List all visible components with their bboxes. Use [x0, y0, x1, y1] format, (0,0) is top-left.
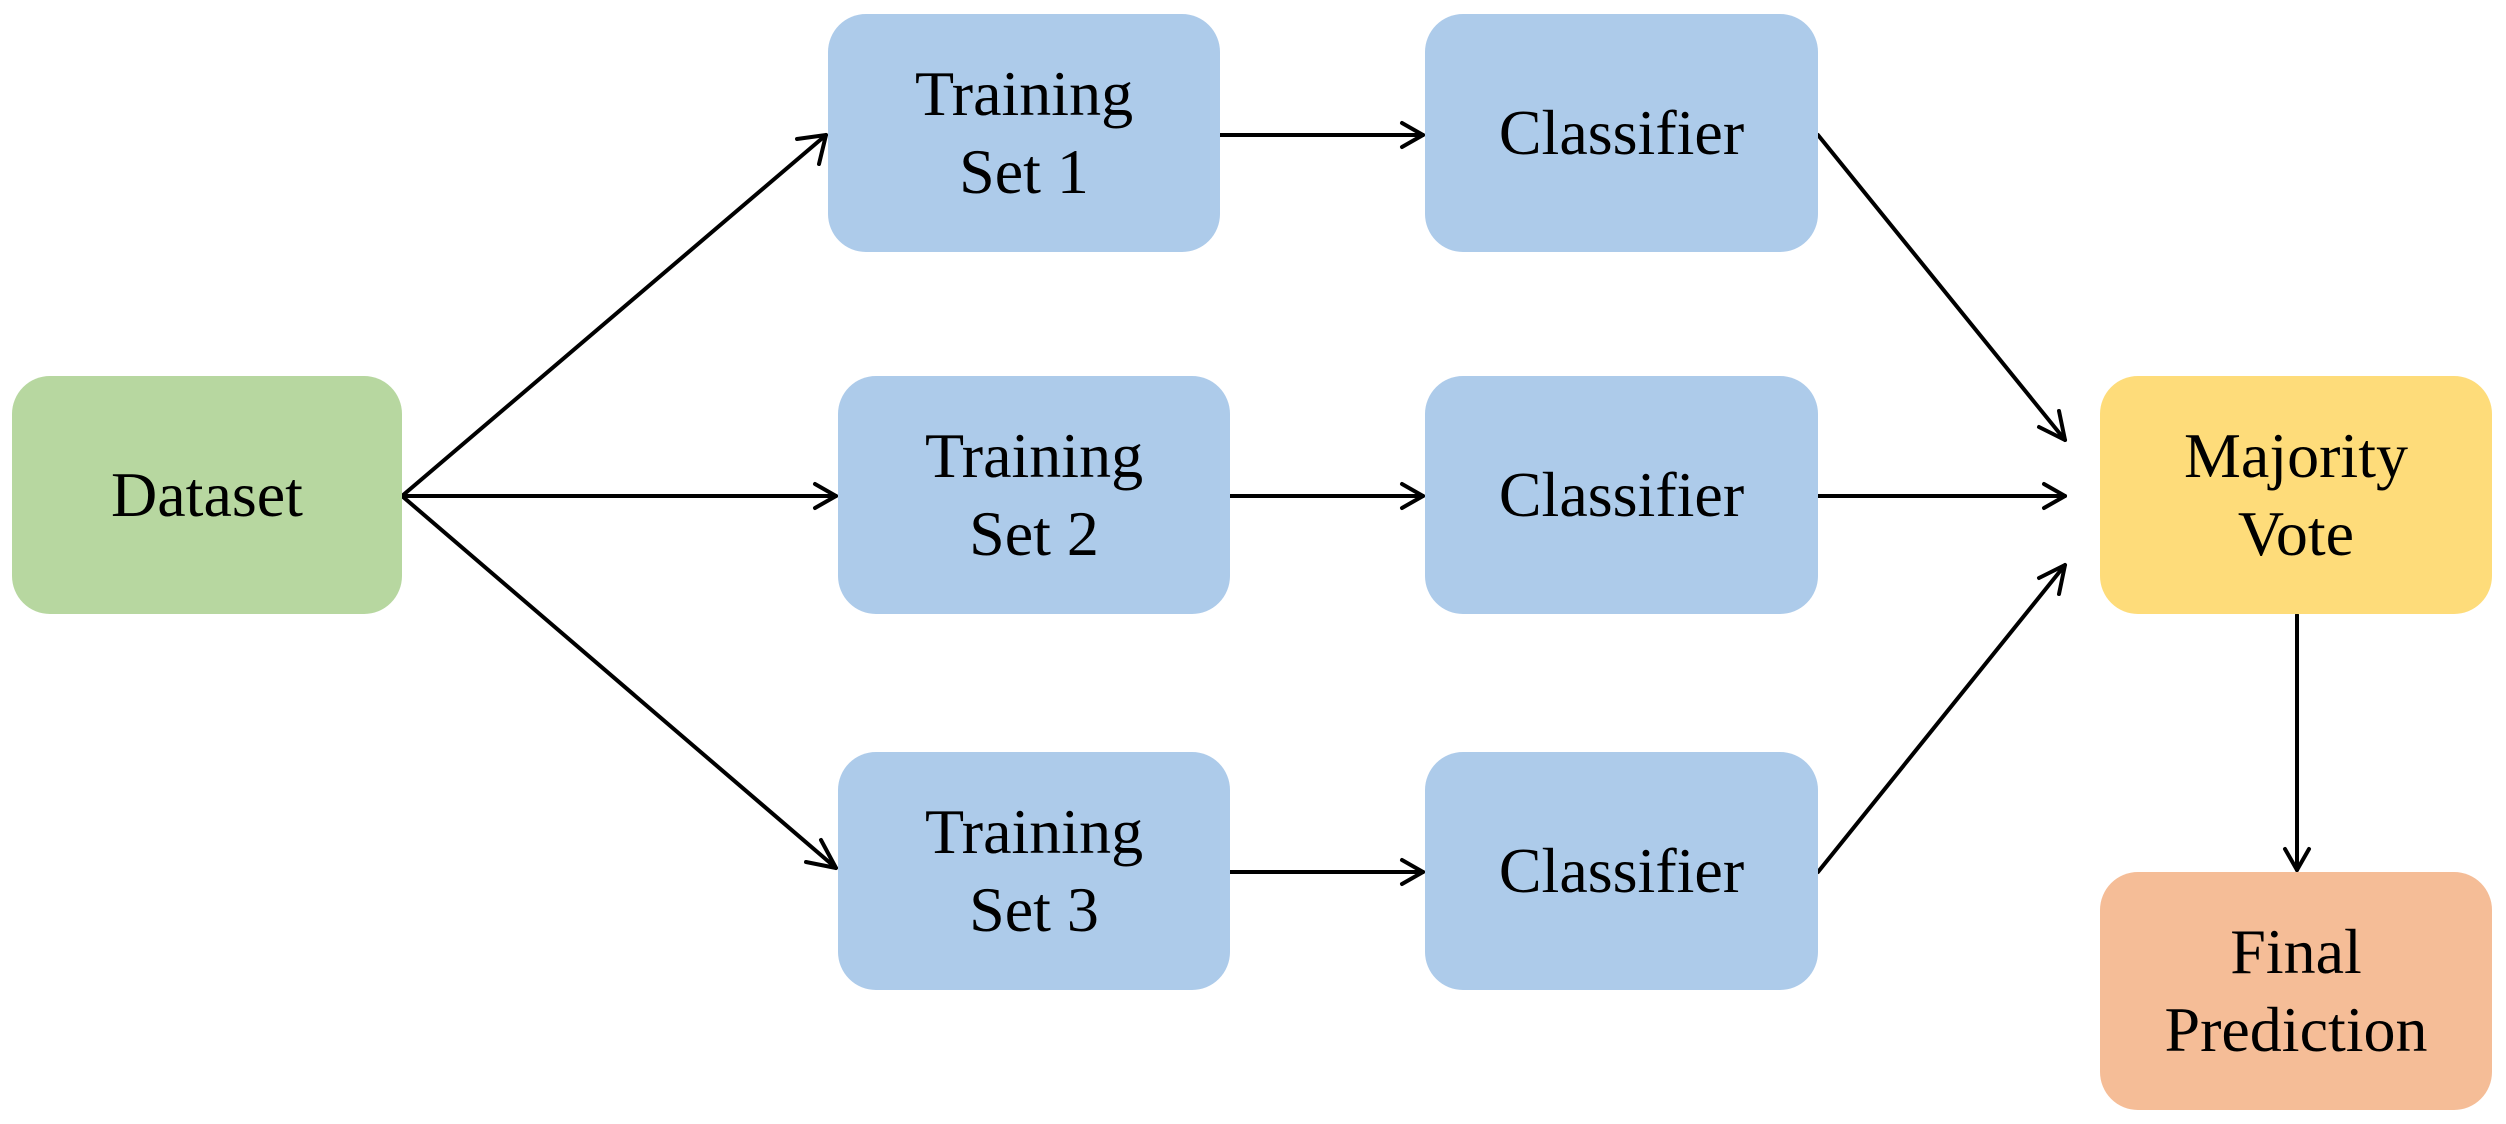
classifier-3-node: Classifier — [1425, 752, 1818, 990]
dataset-label: Dataset — [111, 459, 303, 530]
arrowhead — [2042, 482, 2067, 510]
arrowhead — [1400, 858, 1425, 886]
majority-vote-line2: Vote — [2237, 498, 2355, 569]
final-prediction-node: Final Prediction — [2100, 872, 2492, 1110]
classifier-3-label: Classifier — [1498, 835, 1745, 906]
training-set-2-node: Training Set 2 — [838, 376, 1230, 614]
arrowhead — [795, 133, 828, 166]
majority-vote-line1: Majority — [2184, 420, 2408, 491]
arrowhead — [2283, 847, 2311, 872]
training-set-2-line2: Set 2 — [969, 498, 1099, 569]
dataset-node: Dataset — [12, 376, 402, 614]
classifier-1-node: Classifier — [1425, 14, 1818, 252]
training-set-3-node: Training Set 3 — [838, 752, 1230, 990]
final-prediction-line2: Prediction — [2164, 994, 2428, 1065]
training-set-1-line2: Set 1 — [959, 136, 1089, 207]
arrow-classifier-3-to-majority-vote — [1816, 563, 2067, 874]
arrowhead — [2037, 563, 2067, 596]
arrowhead — [1400, 121, 1425, 149]
training-set-1-node: Training Set 1 — [828, 14, 1220, 252]
arrowhead — [813, 482, 838, 510]
final-prediction-line1: Final — [2230, 916, 2362, 987]
training-set-3-line1: Training — [924, 796, 1144, 867]
classifier-2-node: Classifier — [1425, 376, 1818, 614]
arrow-classifier-1-to-majority-vote — [1816, 133, 2067, 442]
arrowhead — [1400, 482, 1425, 510]
arrowhead — [2037, 409, 2067, 442]
arrowhead — [804, 838, 838, 870]
training-set-1-line1: Training — [914, 58, 1134, 129]
arrow-dataset-to-training-set-1 — [400, 133, 828, 498]
majority-vote-node: Majority Vote — [2100, 376, 2492, 614]
classifier-1-label: Classifier — [1498, 97, 1745, 168]
training-set-3-line2: Set 3 — [969, 874, 1099, 945]
training-set-2-line1: Training — [924, 420, 1144, 491]
arrow-dataset-to-training-set-3 — [400, 494, 838, 870]
classifier-2-label: Classifier — [1498, 459, 1745, 530]
